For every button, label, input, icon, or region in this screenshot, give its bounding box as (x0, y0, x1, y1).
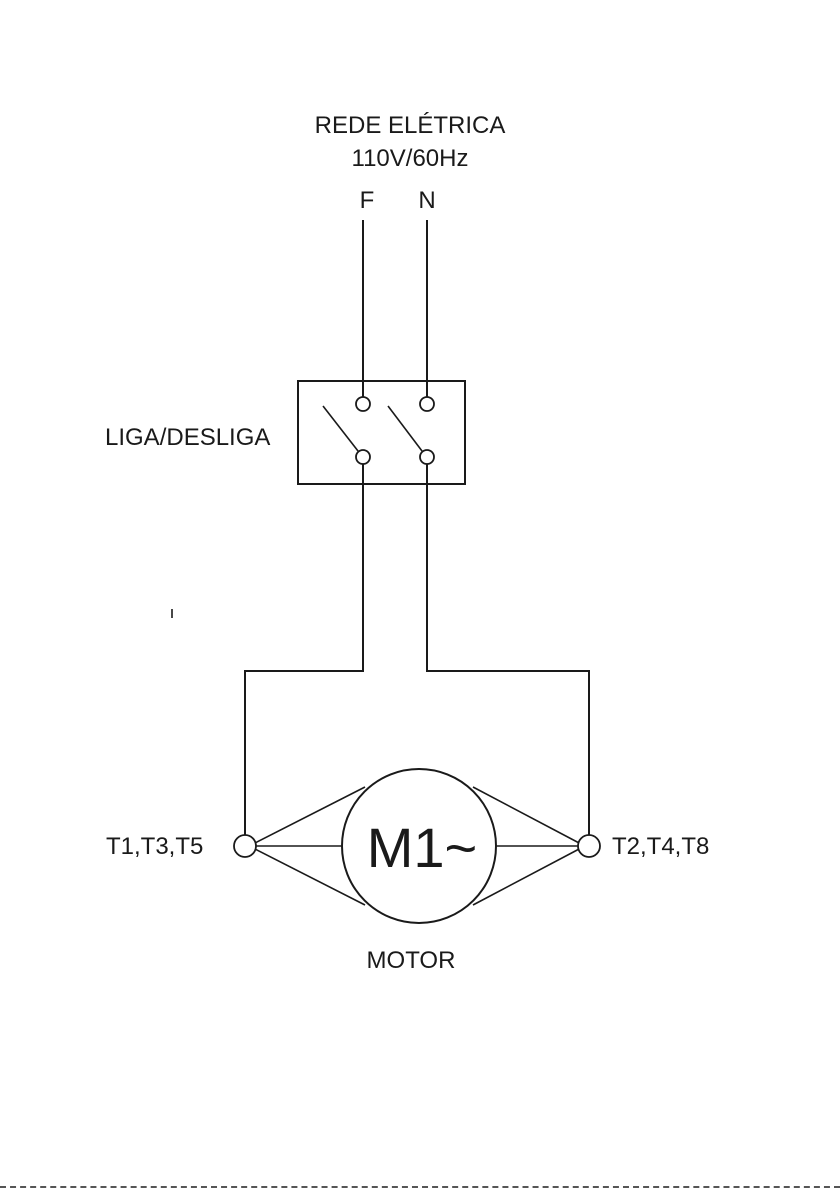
phase-bottom-contact (356, 450, 370, 464)
neutral-motor-wire (427, 464, 589, 840)
phase-switch-blade (323, 406, 358, 451)
phase-top-contact (356, 397, 370, 411)
neutral-top-contact (420, 397, 434, 411)
phase-label: F (360, 187, 375, 214)
neutral-switch-blade (388, 406, 422, 451)
neutral-bottom-contact (420, 450, 434, 464)
right-terminal-label: T2,T4,T8 (612, 833, 709, 860)
network-title: REDE ELÉTRICA (315, 112, 506, 139)
left-terminal (234, 835, 256, 857)
right-terminal (578, 835, 600, 857)
switch-box (298, 381, 465, 484)
network-spec: 110V/60Hz (352, 145, 469, 172)
motor-symbol: M1~ (367, 816, 478, 879)
neutral-label: N (418, 187, 435, 214)
phase-motor-wire (245, 464, 363, 840)
motor-label: MOTOR (367, 947, 456, 974)
switch-label: LIGA/DESLIGA (105, 424, 270, 451)
left-terminal-label: T1,T3,T5 (106, 833, 203, 860)
page-bottom-border (0, 1186, 840, 1188)
